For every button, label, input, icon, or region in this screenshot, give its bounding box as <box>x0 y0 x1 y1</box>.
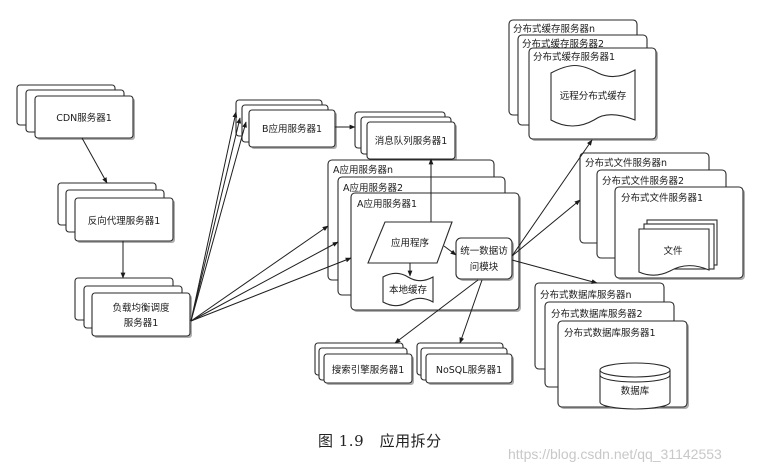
nosql-server-stack: NoSQL服务器1 <box>416 342 514 385</box>
cache-server-n-label: 分布式缓存服务器n <box>513 23 595 35</box>
database-cylinder-icon <box>599 362 671 410</box>
edge-lb-to-b-app-2 <box>190 117 242 322</box>
a-app-server-n-label: A应用服务器n <box>333 164 393 176</box>
edges <box>81 111 598 344</box>
file-server-n-label: 分布式文件服务器n <box>585 157 667 169</box>
data-access-module-box <box>455 237 513 280</box>
data-access-label-line1: 统一数据访 <box>460 245 508 257</box>
reverse-proxy-stack: 反向代理服务器1 <box>57 182 175 243</box>
file-document-icon <box>638 219 718 276</box>
load-balancer-stack: 负载均衡调度 服务器1 <box>74 277 192 338</box>
edge-data-access-to-search <box>394 279 479 344</box>
distributed-cache-stack: 分布式缓存服务器n 分布式缓存服务器2 分布式缓存服务器1 远程分布式缓存 <box>508 19 658 141</box>
figure-caption: 图 1.9 应用拆分 <box>318 432 442 450</box>
file-server-2-label: 分布式文件服务器2 <box>602 175 684 187</box>
a-app-server-1-label: A应用服务器1 <box>357 198 417 210</box>
edge-lb-to-b-app-1 <box>190 121 247 322</box>
message-queue-label: 消息队列服务器1 <box>375 135 448 147</box>
app-program-label: 应用程序 <box>391 237 430 249</box>
db-server-2-label: 分布式数据库服务器2 <box>551 308 643 320</box>
file-server-1-label: 分布式文件服务器1 <box>621 192 703 204</box>
cdn-server-stack: CDN服务器1 <box>16 84 135 140</box>
distributed-file-stack: 分布式文件服务器n 分布式文件服务器2 分布式文件服务器1 文件 <box>579 152 745 280</box>
search-engine-stack: 搜索引擎服务器1 <box>314 342 414 385</box>
cache-server-1-label: 分布式缓存服务器1 <box>533 51 615 63</box>
database-label: 数据库 <box>621 385 650 397</box>
edge-cdn-to-proxy <box>81 137 108 184</box>
edge-data-access-to-file <box>511 199 581 257</box>
cdn-server-label: CDN服务器1 <box>56 112 112 124</box>
edge-data-access-to-cache <box>511 139 593 257</box>
edge-app-to-data-access <box>443 245 457 256</box>
data-access-label-line2: 问模块 <box>470 261 499 273</box>
edge-lb-to-a-app-n <box>190 225 329 322</box>
message-queue-stack: 消息队列服务器1 <box>354 111 457 161</box>
reverse-proxy-label: 反向代理服务器1 <box>88 215 161 227</box>
local-cache-shape <box>382 272 434 307</box>
file-label: 文件 <box>663 245 683 257</box>
b-app-server-stack: B应用服务器1 <box>235 99 337 149</box>
db-server-1-label: 分布式数据库服务器1 <box>564 327 656 339</box>
edge-lb-to-a-app-1 <box>190 257 352 322</box>
edge-lb-to-a-app-2 <box>190 241 339 322</box>
remote-cache-shape <box>550 64 636 127</box>
local-cache-label: 本地缓存 <box>389 284 428 296</box>
b-app-server-label: B应用服务器1 <box>262 123 322 135</box>
watermark: https://blog.csdn.net/qq_31142553 <box>508 446 722 462</box>
edge-data-access-to-nosql <box>459 279 483 344</box>
edge-lb-to-b-app-n <box>190 111 238 322</box>
search-engine-label: 搜索引擎服务器1 <box>332 364 405 376</box>
edge-data-access-to-db <box>511 259 598 284</box>
a-app-server-2-label: A应用服务器2 <box>343 182 403 194</box>
app-program-shape <box>367 221 453 264</box>
a-app-server-stack: A应用服务器n A应用服务器2 A应用服务器1 应用程序 本地缓存 统一数据访 … <box>327 159 521 312</box>
remote-cache-label: 远程分布式缓存 <box>560 90 627 102</box>
nosql-server-label: NoSQL服务器1 <box>436 364 502 376</box>
load-balancer-label-line2: 服务器1 <box>124 317 159 329</box>
db-server-n-label: 分布式数据库服务器n <box>540 289 632 301</box>
load-balancer-label-line1: 负载均衡调度 <box>112 302 170 314</box>
distributed-database-stack: 分布式数据库服务器n 分布式数据库服务器2 分布式数据库服务器1 数据库 <box>534 282 689 410</box>
cache-server-2-label: 分布式缓存服务器2 <box>522 38 604 50</box>
